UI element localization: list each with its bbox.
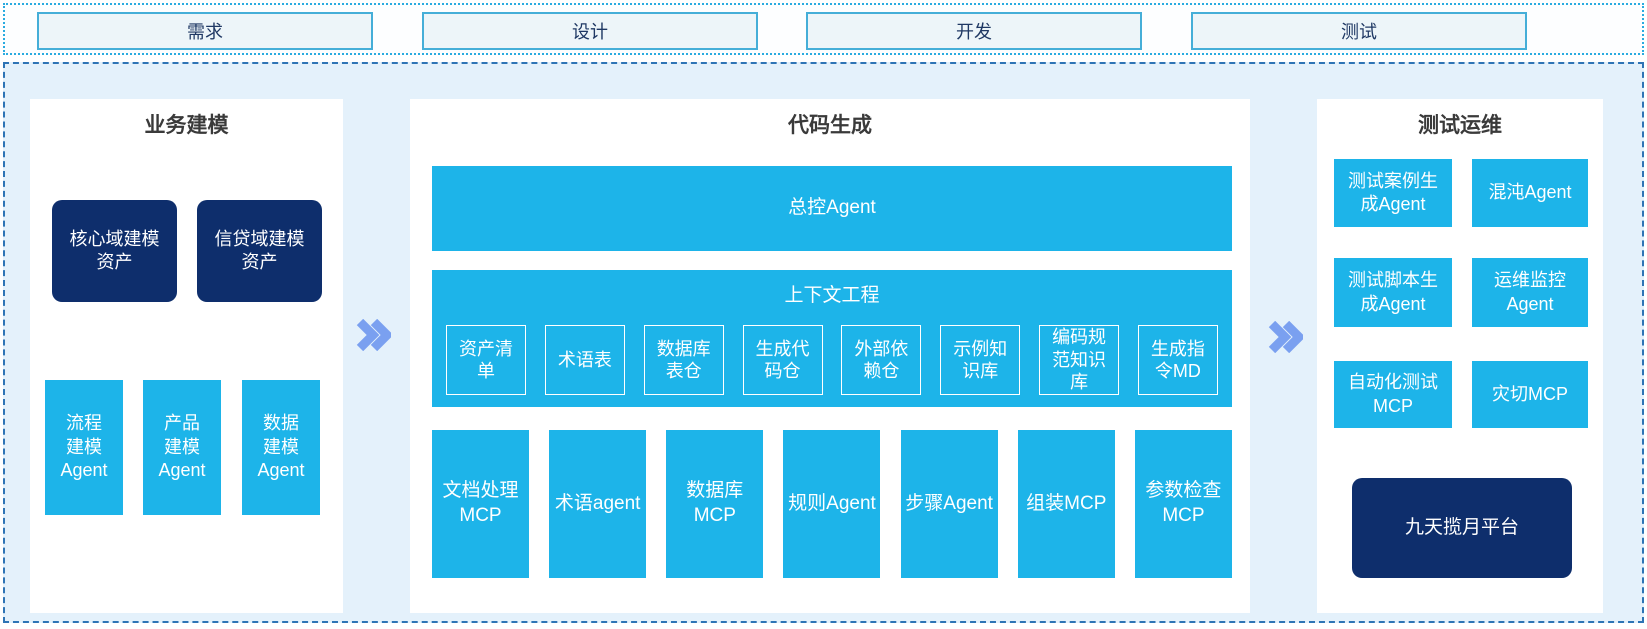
box-credit-domain-assets: 信贷域建模 资产 (197, 200, 322, 302)
box-core-domain-assets: 核心域建模 资产 (52, 200, 177, 302)
box-data-modeling-agent: 数据 建模 Agent (242, 380, 320, 515)
box-test-script-gen-agent: 测试脚本生 成Agent (1334, 258, 1452, 327)
context-item-example-kb: 示例知 识库 (940, 325, 1021, 395)
box-jiutian-lanyue-platform: 九天揽月平台 (1352, 478, 1572, 578)
box-test-case-gen-agent: 测试案例生 成Agent (1334, 159, 1452, 227)
phase-box-development: 开发 (806, 12, 1142, 50)
phase-box-testing: 测试 (1191, 12, 1527, 50)
tool-row: 文档处理 MCP 术语agent 数据库 MCP 规则Agent 步骤Agent… (432, 430, 1232, 578)
phase-strip: 需求 设计 开发 测试 (3, 3, 1644, 55)
box-process-modeling-agent: 流程 建模 Agent (45, 380, 123, 515)
phase-box-design: 设计 (422, 12, 758, 50)
box-auto-test-mcp: 自动化测试 MCP (1334, 361, 1452, 428)
context-item-glossary: 术语表 (544, 325, 625, 395)
box-step-agent: 步骤Agent (900, 430, 998, 578)
panel-test-ops: 测试运维 测试案例生 成Agent 混沌Agent 测试脚本生 成Agent 运… (1317, 99, 1603, 613)
panel-title-code-generation: 代码生成 (788, 114, 872, 137)
panel-title-test-ops: 测试运维 (1418, 114, 1502, 137)
box-doc-processing-mcp: 文档处理 MCP (432, 430, 529, 578)
context-item-ext-dependency-repo: 外部依 赖仓 (841, 325, 922, 395)
box-product-modeling-agent: 产品 建模 Agent (143, 380, 221, 515)
panel-business-modeling: 业务建模 核心域建模 资产 信贷域建模 资产 流程 建模 Agent 产品 建模… (30, 99, 343, 613)
phase-box-requirements: 需求 (37, 12, 373, 50)
box-ops-monitor-agent: 运维监控 Agent (1472, 258, 1588, 327)
context-item-coding-standard-kb: 编码规 范知识 库 (1039, 325, 1120, 395)
context-items-row: 资产清 单 术语表 数据库 表仓 生成代 码仓 外部依 赖仓 示例知 识库 编码… (446, 325, 1218, 395)
flow-arrow-icon (356, 319, 391, 351)
context-item-asset-list: 资产清 单 (446, 325, 526, 395)
context-item-gen-instruction-md: 生成指 令MD (1137, 325, 1218, 395)
context-engineering-title: 上下文工程 (784, 285, 880, 306)
bar-master-agent: 总控Agent (432, 166, 1232, 251)
box-chaos-agent: 混沌Agent (1472, 159, 1588, 227)
box-assembly-mcp: 组装MCP (1017, 430, 1115, 578)
context-item-db-table-repo: 数据库 表仓 (643, 325, 724, 395)
flow-arrow-icon (1268, 321, 1303, 353)
panel-code-generation: 代码生成 总控Agent 上下文工程 资产清 单 术语表 数据库 表仓 生成代 … (410, 99, 1250, 613)
box-param-check-mcp: 参数检查 MCP (1134, 430, 1232, 578)
box-context-engineering: 上下文工程 资产清 单 术语表 数据库 表仓 生成代 码仓 外部依 赖仓 示例知… (432, 270, 1232, 407)
box-rule-agent: 规则Agent (783, 430, 881, 578)
box-terminology-agent: 术语agent (549, 430, 647, 578)
box-database-mcp: 数据库 MCP (666, 430, 764, 578)
context-item-gen-code-repo: 生成代 码仓 (742, 325, 823, 395)
panel-title-business-modeling: 业务建模 (144, 114, 229, 137)
box-disaster-switch-mcp: 灾切MCP (1472, 361, 1588, 428)
